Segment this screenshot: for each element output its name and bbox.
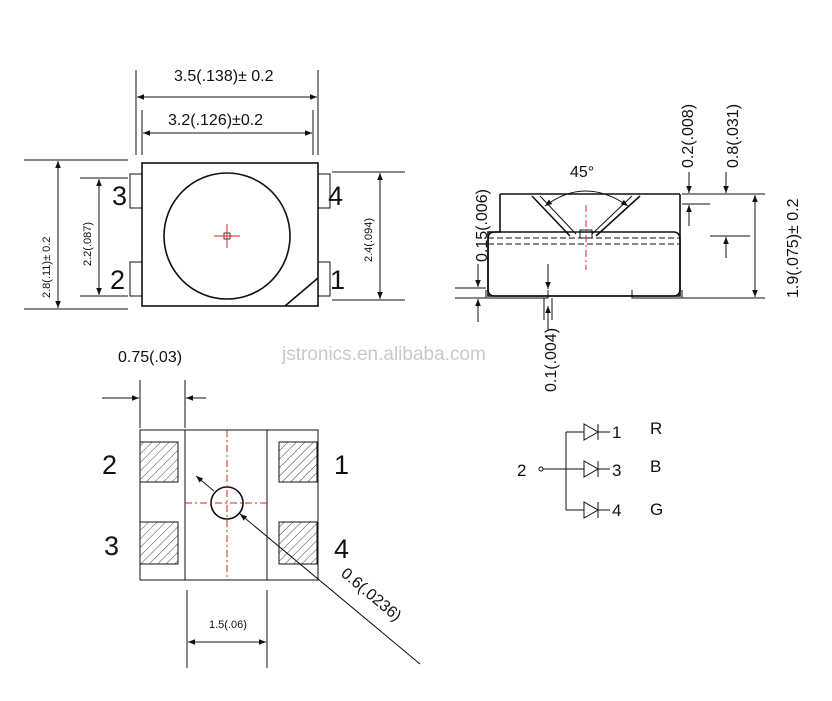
- pin-tab-3: [129, 173, 143, 209]
- fp-pin-2: 2: [102, 450, 117, 480]
- dim-0-1-label: 0.1(.004): [543, 328, 560, 392]
- circuit-pin-3: 3: [612, 461, 621, 480]
- reflector-right: [595, 195, 641, 237]
- top-pin-3: 3: [112, 181, 127, 211]
- circuit-diagram: 2 1 R 3 B 4 G: [517, 419, 663, 520]
- circuit-color-g: G: [650, 500, 663, 519]
- fp-pin-3: 3: [104, 531, 119, 561]
- lens-circle: [163, 172, 291, 300]
- top-pin-2: 2: [110, 265, 125, 295]
- watermark: jstronics.en.alibaba.com: [281, 344, 486, 365]
- dim-0-8-label: 0.8(.031): [725, 104, 742, 168]
- footprint-view: 0.6(.0236) 0.75(.03) 1.5(.06) 2 1 3 4: [102, 349, 421, 668]
- width-inner-label: 3.2(.126)±0.2: [168, 112, 263, 129]
- pad-2: [139, 441, 179, 483]
- height-inner-label: 2.2(.087): [82, 222, 94, 266]
- height-outer-label: 2.8(.11)± 0.2: [41, 237, 53, 298]
- pad-4: [278, 521, 318, 565]
- pad-width-label: 0.75(.03): [118, 349, 182, 366]
- top-pin-1: 1: [330, 265, 345, 295]
- polarity-chamfer: [284, 277, 319, 307]
- fp-pin-1: 1: [334, 450, 349, 480]
- circuit-pin-4: 4: [612, 501, 621, 520]
- circuit-color-b: B: [650, 457, 661, 476]
- footprint-outline: [139, 429, 319, 581]
- diode-blue: [583, 460, 600, 478]
- top-view: 3.5(.138)± 0.2 3.2(.126)±0.2 2.8(.11)± 0…: [24, 68, 405, 310]
- fp-pin-4: 4: [334, 534, 349, 564]
- side-housing: [487, 231, 681, 297]
- circuit-pin-1: 1: [612, 423, 621, 442]
- top-pin-4: 4: [328, 181, 343, 211]
- reflector-left: [531, 195, 571, 237]
- pin-tab-1: [317, 261, 331, 297]
- height-right-label: 2.4(.094): [363, 218, 375, 262]
- pin-tab-2: [129, 261, 143, 297]
- pin-tab-4: [317, 173, 331, 209]
- diode-green: [583, 501, 600, 519]
- angle-label: 45°: [570, 164, 594, 181]
- pad-1: [278, 441, 318, 483]
- width-outer-label: 3.5(.138)± 0.2: [174, 68, 274, 85]
- dim-1-9-label: 1.9(.075)± 0.2: [785, 198, 802, 298]
- diode-red: [583, 423, 600, 441]
- side-view: 45° 0.2(.008) 0.8(.031) 1.9(.075)± 0.2 0…: [455, 104, 802, 392]
- center-width-label: 1.5(.06): [209, 619, 247, 631]
- hole-dia-label: 0.6(.0236): [337, 565, 404, 625]
- pad-3: [139, 521, 179, 565]
- circuit-color-r: R: [650, 419, 662, 438]
- circuit-common-pin: 2: [517, 461, 526, 480]
- dim-0-2-label: 0.2(.008): [680, 104, 697, 168]
- package-body: [141, 162, 319, 307]
- dim-0-15-label: 0.15(.006): [474, 189, 491, 262]
